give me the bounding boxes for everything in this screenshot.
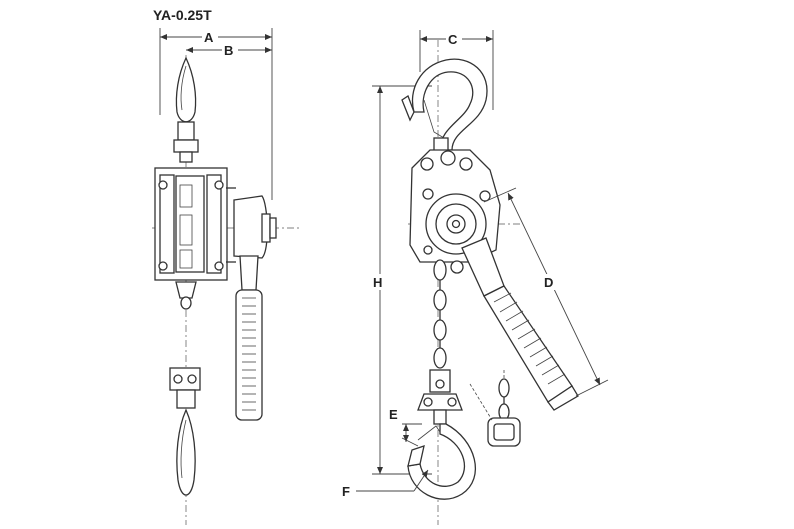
housing-side [154,167,236,281]
free-chain-end [469,370,521,447]
side-view: A B [152,28,300,525]
dimension-e: E [387,407,422,447]
label-d: D [544,275,553,290]
label-h: H [373,275,382,290]
top-hook-front [401,58,488,153]
load-chain [433,259,447,369]
label-a: A [204,30,214,45]
dimension-b: B [186,43,272,58]
housing-front [409,149,501,263]
dimension-f: F [342,469,429,499]
model-title: YA-0.25T [153,7,212,23]
bottom-hook-front [407,369,477,500]
lever-grip-side [235,289,263,421]
bottom-hook-side [169,367,201,496]
dimension-h: H [372,85,432,475]
dimension-d: D [483,187,609,397]
label-b: B [224,43,233,58]
front-view: C H [342,30,609,525]
label-e: E [389,407,398,422]
chain-anchor-side [175,281,197,310]
lever-head-side [233,195,277,291]
dimension-a: A [159,28,273,200]
dimension-c: C [419,30,494,110]
top-hook-side [173,56,199,163]
label-f: F [342,484,350,499]
label-c: C [448,32,458,47]
